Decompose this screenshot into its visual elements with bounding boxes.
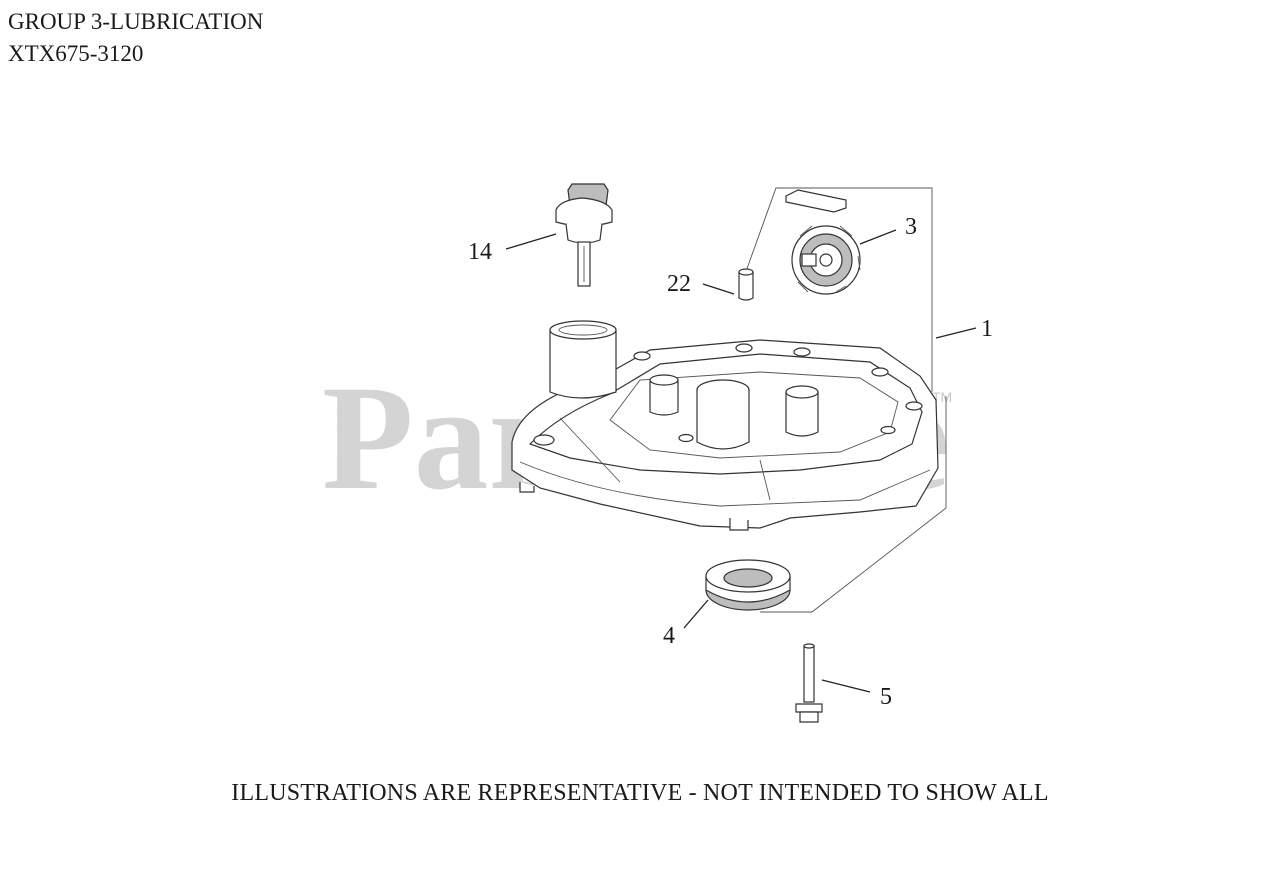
callout-1: 1 — [981, 316, 993, 342]
oil-seal-icon[interactable] — [705, 559, 791, 611]
group-title: GROUP 3-LUBRICATION — [8, 9, 264, 34]
dipstick-icon[interactable] — [555, 183, 613, 287]
crankcase-cover-icon[interactable] — [511, 320, 939, 531]
callout-5: 5 — [880, 684, 892, 710]
dowel-pin-icon[interactable] — [738, 268, 754, 301]
callout-labels: 14 22 3 1 4 5 — [468, 214, 993, 710]
diagram-header: GROUP 3-LUBRICATION XTX675-3120 — [8, 6, 263, 70]
oil-pump-gear-icon[interactable] — [785, 189, 861, 295]
watermark-tm: TM — [932, 389, 952, 405]
callout-22: 22 — [667, 271, 691, 297]
flange-bolt-icon[interactable] — [795, 643, 823, 723]
callout-3: 3 — [905, 214, 917, 240]
callout-14: 14 — [468, 239, 492, 265]
leader-lines — [505, 229, 977, 693]
callout-4: 4 — [663, 623, 675, 649]
disclaimer-note: ILLUSTRATIONS ARE REPRESENTATIVE - NOT I… — [231, 780, 1049, 806]
model-number: XTX675-3120 — [8, 41, 144, 66]
assembly-bracket-lines — [739, 187, 947, 613]
